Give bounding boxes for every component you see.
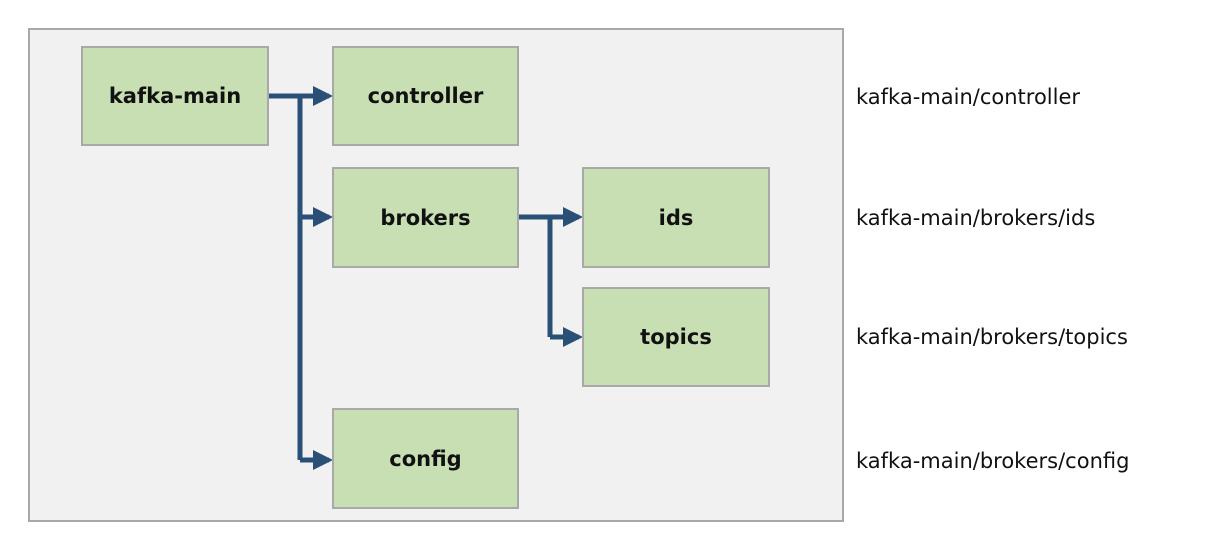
node-brokers: brokers xyxy=(332,167,519,268)
path-label-topics: kafka-main/brokers/topics xyxy=(856,325,1128,349)
node-ids-label: ids xyxy=(658,205,694,230)
node-kafka-main: kafka-main xyxy=(81,46,269,146)
node-kafka-main-label: kafka-main xyxy=(108,84,242,108)
path-label-controller: kafka-main/controller xyxy=(856,85,1081,109)
node-topics-label: topics xyxy=(640,325,712,349)
node-controller: controller xyxy=(332,46,519,146)
node-ids: ids xyxy=(582,167,770,268)
path-label-ids: kafka-main/brokers/ids xyxy=(856,206,1096,230)
node-topics: topics xyxy=(582,287,770,387)
node-config-label: config xyxy=(389,446,462,471)
node-brokers-label: brokers xyxy=(380,205,471,230)
node-controller-label: controller xyxy=(367,84,484,108)
node-config: config xyxy=(332,408,519,509)
path-label-config: kafka-main/brokers/config xyxy=(856,449,1130,473)
